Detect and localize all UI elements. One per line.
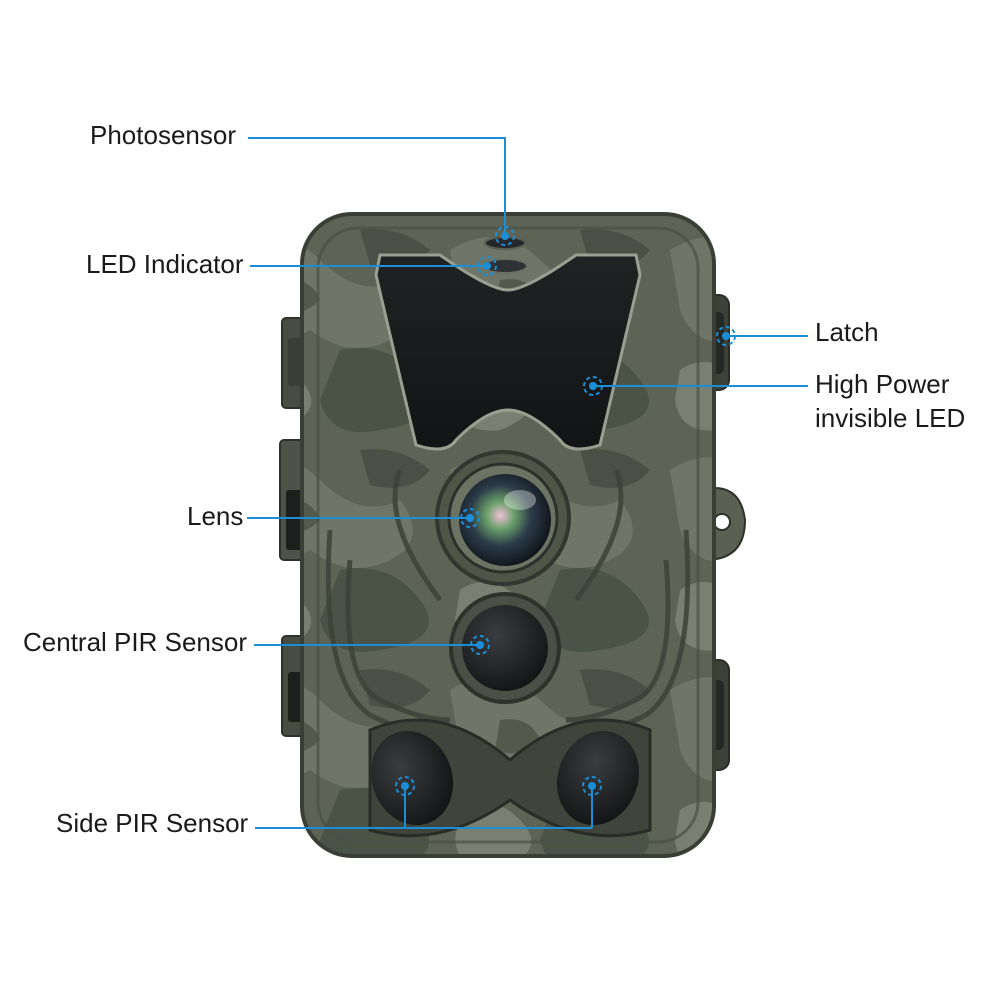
marker-photosensor [495,226,515,246]
marker-central-pir [470,635,490,655]
label-ir-led-line2: invisible LED [815,403,966,433]
camera-lens [459,474,551,566]
marker-ir-led [583,376,603,396]
right-side-pir-sensor [556,730,640,826]
label-ir-led-line1: High Power [815,369,950,399]
marker-lens [460,508,480,528]
marker-side-pir-left [395,776,415,796]
marker-led-indicator [477,256,497,276]
label-led-indicator: LED Indicator [86,249,244,279]
central-pir-sensor [462,605,548,691]
ir-led-window [374,253,642,451]
label-photosensor: Photosensor [90,120,236,150]
label-side-pir-sensor: Side PIR Sensor [56,808,249,838]
callout-markers [395,226,736,796]
marker-side-pir-right [582,776,602,796]
label-latch: Latch [815,317,879,347]
label-central-pir-sensor: Central PIR Sensor [23,627,247,657]
photosensor-callout [248,137,506,236]
label-lens: Lens [187,501,244,531]
marker-latch [716,326,736,346]
callout-lines [247,137,808,829]
left-side-pir-sensor [370,730,454,826]
